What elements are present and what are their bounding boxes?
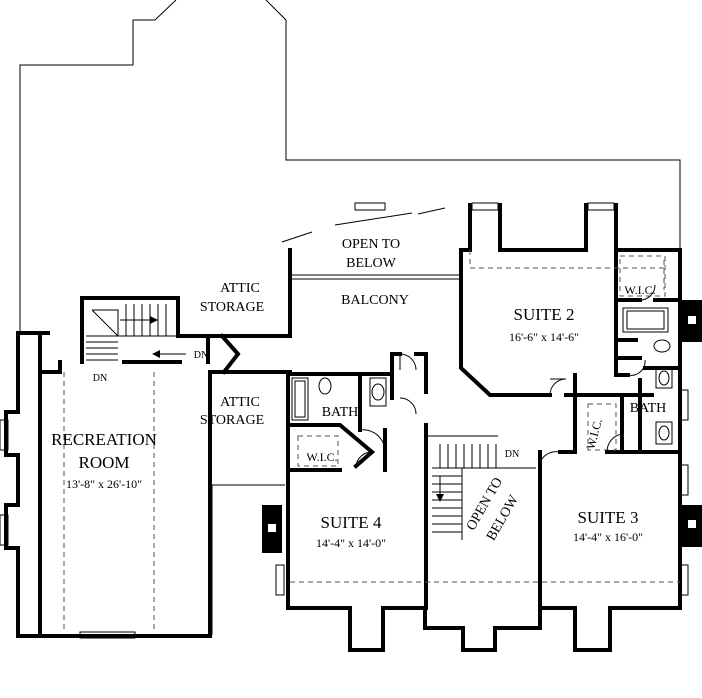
stair-center [426,435,536,540]
suite2-size: 16'-6" x 14'-6" [509,330,579,344]
wic-suite4-label: W.I.C. [306,450,337,464]
dn-stair-left: DN [93,373,107,384]
suite3-size: 14'-4" x 16'-0" [573,530,643,544]
chimneys [262,300,702,553]
wic-suite2-label: W.I.C. [624,283,655,297]
attic-storage-upper-1: ATTIC [220,281,260,296]
attic-down-arrow [152,350,186,358]
bath-suite4-label: BATH [322,405,359,420]
windows [0,202,689,639]
recreation-bays [4,331,42,638]
recreation-room-name-1: RECREATION [51,430,157,449]
exterior-walls [16,203,682,652]
stair-left [86,304,176,361]
dn-attic: DN [194,350,208,361]
balcony-rail [281,207,461,280]
open-to-below-1: OPEN TO [342,237,400,252]
fixtures [291,255,673,467]
bath-suite3-label: BATH [630,401,667,416]
suite3-name: SUITE 3 [578,508,639,527]
suite4-size: 14'-4" x 14'-0" [316,536,386,550]
recreation-room-size: 13'-8" x 26'-10" [66,477,142,491]
suite4-name: SUITE 4 [321,513,382,532]
door-swings [355,284,656,467]
suite2-name: SUITE 2 [514,305,575,324]
wic-suite3-label: W.I.C. [583,417,605,451]
attic-storage-lower-1: ATTIC [220,395,260,410]
open-to-below-2: BELOW [346,256,397,271]
attic-storage-lower-2: STORAGE [200,413,264,428]
dn-stair-center: DN [505,449,519,460]
recreation-room-name-2: ROOM [78,453,129,472]
ceiling-lines [63,250,680,632]
attic-storage-upper-2: STORAGE [200,300,264,315]
balcony-label: BALCONY [341,293,409,308]
